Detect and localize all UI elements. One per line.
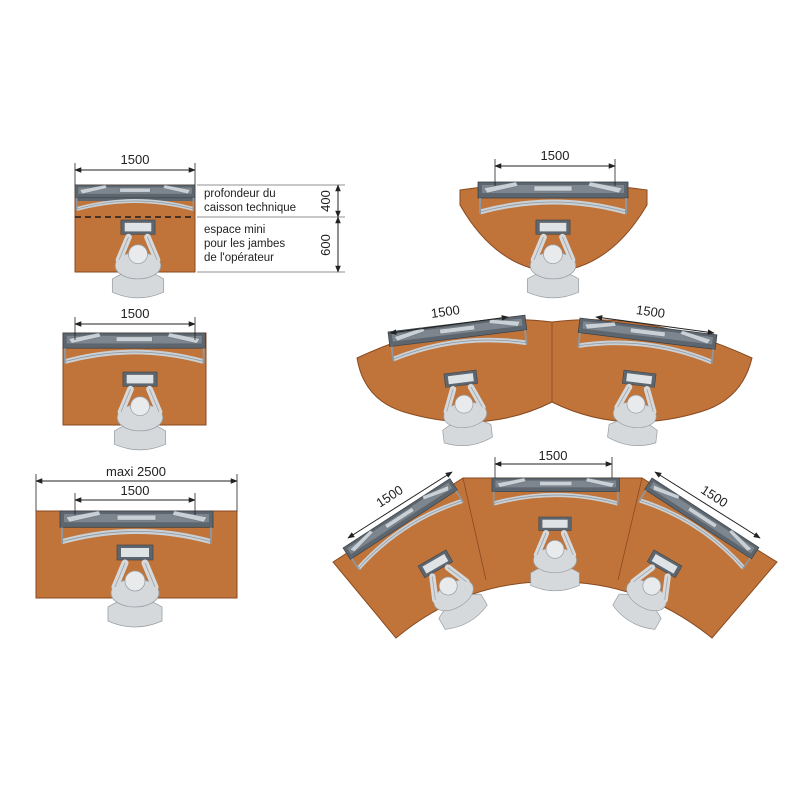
desk-2: 1500 <box>63 306 206 450</box>
desk-1-width-label: 1500 <box>121 152 150 167</box>
desk-4: 1500 <box>459 148 648 298</box>
desk-5-right-width-label: 1500 <box>635 302 666 321</box>
espace-line-1: espace mini <box>204 224 265 236</box>
desk-3-width-label: 1500 <box>121 483 150 498</box>
desk-6-center-width-label: 1500 <box>539 448 568 463</box>
espace-line-3: de l'opérateur <box>204 252 274 264</box>
desk-6: 1500 1500 1500 <box>332 448 778 639</box>
desk-6-left-width-label: 1500 <box>373 482 405 510</box>
desk-1: 1500 400 600 profondeur du caisson techn… <box>75 152 345 298</box>
desk-3: maxi 2500 1500 <box>35 464 238 627</box>
profondeur-line-2: caisson technique <box>204 202 296 214</box>
desk-2-width-label: 1500 <box>121 306 150 321</box>
profondeur-line-1: profondeur du <box>204 188 276 200</box>
desk-5-left-width-label: 1500 <box>430 302 461 321</box>
depth-400-label: 400 <box>318 190 333 212</box>
desk-3-max-label: maxi 2500 <box>106 464 166 479</box>
desk-6-right-width-label: 1500 <box>698 482 730 510</box>
espace-line-2: pour les jambes <box>204 238 285 250</box>
desk-5: 1500 1500 <box>356 302 753 448</box>
desk-4-width-label: 1500 <box>541 148 570 163</box>
depth-600-label: 600 <box>318 234 333 256</box>
